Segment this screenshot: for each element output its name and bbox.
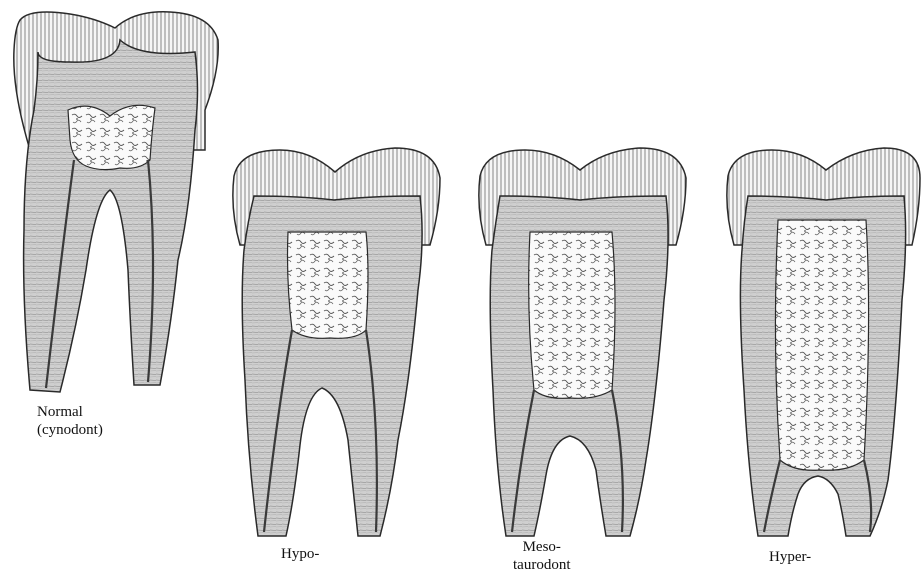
tooth-normal xyxy=(14,12,218,392)
tooth-hyper-pulp xyxy=(775,220,868,470)
caption-hypo: Hypo- xyxy=(281,545,319,563)
tooth-hyper xyxy=(727,148,920,536)
tooth-normal-dentin xyxy=(24,40,198,392)
caption-meso-line-1: Meso- xyxy=(513,538,571,556)
tooth-meso xyxy=(479,148,686,536)
caption-normal-line-2: (cynodont) xyxy=(37,421,103,439)
caption-hyper-line-1: Hyper- xyxy=(769,548,811,566)
tooth-normal-pulp xyxy=(68,105,155,169)
caption-normal-line-1: Normal xyxy=(37,403,103,421)
tooth-hypo xyxy=(233,148,440,536)
caption-meso: Meso- taurodont xyxy=(513,538,571,574)
caption-meso-line-2: taurodont xyxy=(513,556,571,574)
tooth-meso-pulp xyxy=(529,232,615,398)
caption-hyper: Hyper- xyxy=(769,548,811,566)
caption-hypo-line-1: Hypo- xyxy=(281,545,319,563)
caption-normal: Normal (cynodont) xyxy=(37,403,103,439)
tooth-hypo-pulp xyxy=(288,232,369,338)
